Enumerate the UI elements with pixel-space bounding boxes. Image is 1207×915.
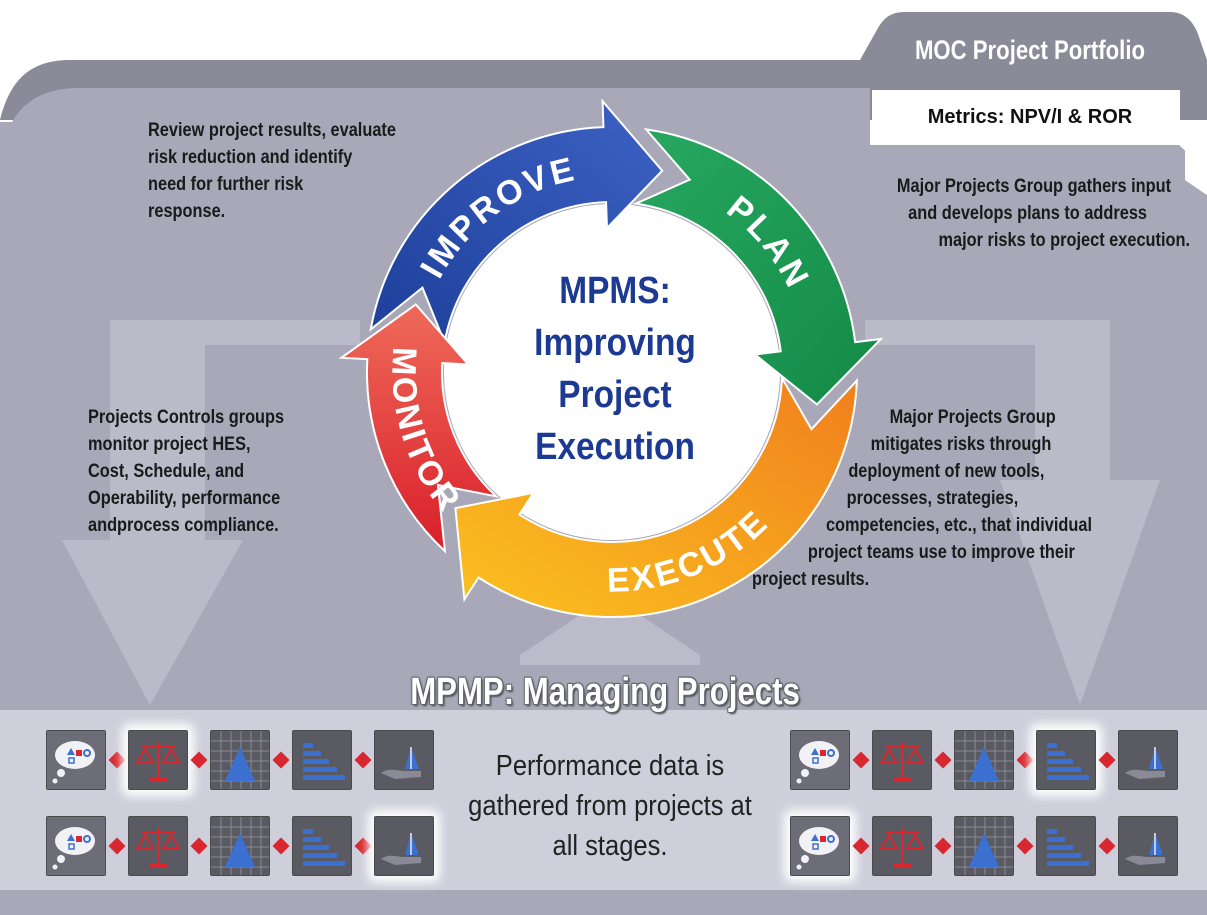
chart-stage-icon	[954, 816, 1014, 876]
monitor-desc-line: Operability, performance	[88, 488, 281, 509]
execute-desc-line: deployment of new tools,	[848, 461, 1045, 482]
scale-stage-icon	[872, 730, 932, 790]
idea-stage-icon	[46, 730, 106, 790]
right-flow-arrow	[865, 320, 1160, 705]
cycle-center-disc	[444, 204, 780, 540]
chart-stage-icon	[210, 816, 270, 876]
note-line: all stages.	[552, 830, 668, 862]
improve-arrow-segment	[369, 98, 664, 347]
stairs-stage-icon	[292, 730, 352, 790]
execute-desc-line: processes, strategies,	[846, 488, 1019, 509]
stairs-stage-icon	[1036, 730, 1096, 790]
stairs-stage-icon	[1036, 816, 1096, 876]
connector-diamond	[852, 751, 870, 769]
monitor-desc-line: andprocess compliance.	[88, 515, 279, 536]
monitor-desc-line: Projects Controls groups	[88, 407, 285, 428]
idea-stage-icon	[46, 816, 106, 876]
connector-diamond	[190, 837, 208, 855]
performance-note: Performance data is gathered from projec…	[465, 746, 755, 866]
improve-desc-line: Review project results, evaluate	[148, 120, 396, 141]
monitor-arrow-segment	[338, 303, 500, 554]
improve-desc-line: need for further risk	[148, 174, 304, 195]
connector-diamond	[1098, 837, 1116, 855]
stage-row	[790, 730, 1178, 790]
stairs-stage-icon	[292, 816, 352, 876]
connector-diamond	[354, 837, 372, 855]
connector-diamond	[934, 751, 952, 769]
idea-stage-icon	[790, 730, 850, 790]
execute-arrow-segment	[454, 374, 858, 618]
execute-desc-line: mitigates risks through	[870, 434, 1052, 455]
connector-diamond	[1016, 837, 1034, 855]
hand-stage-icon	[374, 816, 434, 876]
hand-stage-icon	[1118, 816, 1178, 876]
plan-arrow-segment	[632, 128, 884, 406]
scale-stage-icon	[128, 816, 188, 876]
connector-diamond	[108, 837, 126, 855]
center-up-arrow	[520, 595, 700, 665]
left-flow-arrow	[62, 320, 360, 705]
cycle-center-title: MPMS: Improving Project Execution	[514, 265, 716, 473]
improve-desc-line: response.	[148, 201, 226, 222]
note-line: Performance data is	[495, 750, 725, 782]
connector-diamond	[108, 751, 126, 769]
managing-projects-title: MPMP: Managing Projects	[410, 671, 800, 713]
improve-desc-line: risk reduction and identify	[148, 147, 353, 168]
plan-desc-line: and develops plans to address	[908, 203, 1147, 224]
connector-diamond	[1098, 751, 1116, 769]
connector-diamond	[852, 837, 870, 855]
center-line-2: Improving	[534, 322, 696, 364]
stage-row	[790, 816, 1178, 876]
monitor-desc-line: Cost, Schedule, and	[88, 461, 245, 482]
hand-stage-icon	[374, 730, 434, 790]
note-line: gathered from projects at	[468, 790, 752, 822]
idea-stage-icon	[790, 816, 850, 876]
chart-stage-icon	[954, 730, 1014, 790]
stage-row	[46, 816, 434, 876]
connector-diamond	[272, 751, 290, 769]
portfolio-title: MOC Project Portfolio	[914, 35, 1146, 65]
metrics-label: Metrics: NPV/I & ROR	[927, 106, 1133, 128]
execute-desc-line: competencies, etc., that individual	[825, 515, 1093, 536]
execute-desc-line: project results.	[752, 569, 870, 590]
stage-row	[46, 730, 434, 790]
execute-desc-line: project teams use to improve their	[807, 542, 1075, 563]
monitor-description: Projects Controls groups monitor project…	[88, 404, 284, 539]
plan-desc-line: Major Projects Group gathers input	[896, 176, 1172, 197]
chart-stage-icon	[210, 730, 270, 790]
connector-diamond	[354, 751, 372, 769]
connector-diamond	[934, 837, 952, 855]
execute-desc-line: Major Projects Group	[889, 407, 1056, 428]
scale-stage-icon	[872, 816, 932, 876]
plan-desc-line: major risks to project execution.	[938, 230, 1190, 251]
center-line-3: Project	[558, 374, 672, 416]
connector-diamond	[1016, 751, 1034, 769]
plan-description: Major Projects Group gathers input and d…	[794, 173, 1190, 254]
connector-diamond	[190, 751, 208, 769]
center-line-1: MPMS:	[559, 270, 671, 312]
connector-diamond	[272, 837, 290, 855]
improve-description: Review project results, evaluate risk re…	[148, 117, 396, 225]
execute-description: Major Projects Group mitigates risks thr…	[752, 404, 1156, 593]
scale-stage-icon	[128, 730, 188, 790]
hand-stage-icon	[1118, 730, 1178, 790]
center-line-4: Execution	[535, 426, 695, 468]
monitor-desc-line: monitor project HES,	[88, 434, 251, 455]
